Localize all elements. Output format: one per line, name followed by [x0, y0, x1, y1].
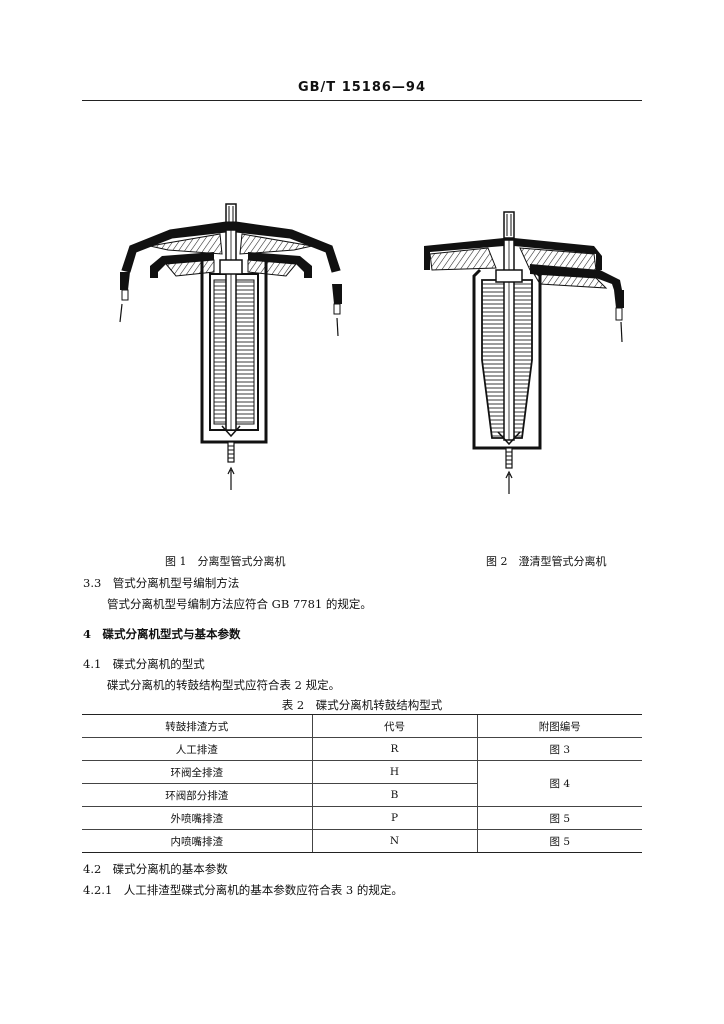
table-row: 环阀全排渣 H 图 4 — [82, 760, 642, 807]
table-cell-method: 环阀全排渣 — [82, 760, 312, 784]
table-row: 人工排渣 R 图 3 — [82, 737, 642, 761]
section-4-heading: 4 碟式分离机型式与基本参数 — [83, 627, 241, 641]
section-4-2-1-text: 4.2.1 人工排渣型碟式分离机的基本参数应符合表 3 的规定。 — [83, 883, 403, 897]
table-cell-method: 内喷嘴排渣 — [82, 829, 312, 853]
table-cell-code: H — [311, 760, 477, 784]
figure-1-drawing — [110, 200, 350, 500]
table-cell-figure: 图 4 — [476, 760, 642, 807]
table-2: 转鼓排渣方式 代号 附图编号 人工排渣 R 图 3 环阀全排渣 H 图 4 环阀… — [82, 714, 642, 853]
table-cell-code: N — [311, 829, 477, 853]
section-3-3-body: 管式分离机型号编制方法应符合 GB 7781 的规定。 — [107, 597, 372, 611]
table-row: 内喷嘴排渣 N 图 5 — [82, 829, 642, 853]
table-cell-method: 外喷嘴排渣 — [82, 806, 312, 830]
table-cell-figure: 图 5 — [476, 806, 642, 830]
table-cell-method: 人工排渣 — [82, 737, 312, 761]
section-4-1-body: 碟式分离机的转鼓结构型式应符合表 2 规定。 — [107, 678, 341, 692]
table-header-cell: 附图编号 — [476, 714, 642, 738]
figure-2-drawing — [410, 210, 640, 500]
section-3-3-heading: 3.3 管式分离机型号编制方法 — [83, 576, 240, 590]
table-2-title: 表 2 碟式分离机转鼓结构型式 — [281, 698, 443, 712]
table-header-cell: 代号 — [311, 714, 477, 738]
figure-1-caption: 图 1 分离型管式分离机 — [165, 555, 286, 568]
page-header: GB/T 15186—94 — [297, 80, 427, 95]
figure-2-caption: 图 2 澄清型管式分离机 — [486, 555, 607, 568]
table-row: 环阀部分排渣 B — [82, 783, 642, 807]
table-cell-code: R — [311, 737, 477, 761]
table-cell-figure: 图 3 — [476, 737, 642, 761]
table-header-cell: 转鼓排渣方式 — [82, 714, 312, 738]
table-cell-figure: 图 5 — [476, 829, 642, 853]
section-4-2-heading: 4.2 碟式分离机的基本参数 — [83, 862, 228, 876]
table-row: 外喷嘴排渣 P 图 5 — [82, 806, 642, 830]
table-header-row: 转鼓排渣方式 代号 附图编号 — [82, 714, 642, 738]
table-cell-method: 环阀部分排渣 — [82, 783, 312, 807]
section-4-1-heading: 4.1 碟式分离机的型式 — [83, 657, 205, 671]
table-cell-code: B — [311, 783, 477, 807]
table-cell-code: P — [311, 806, 477, 830]
header-rule — [82, 100, 642, 101]
